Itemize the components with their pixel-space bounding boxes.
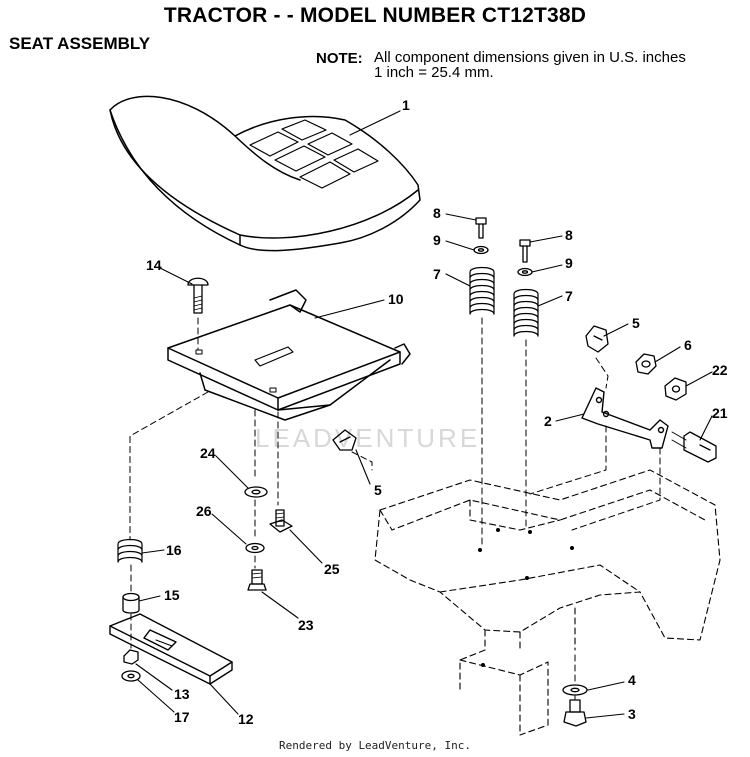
slide-rail-12: [109, 613, 233, 685]
callout-5-lower: 5: [374, 482, 382, 498]
washer-17: [121, 670, 141, 682]
callout-17: 17: [174, 709, 190, 725]
washer-left-9: [473, 245, 489, 255]
alignment-lines: [129, 317, 661, 701]
callout-12: 12: [238, 711, 254, 727]
washer-24: [244, 486, 268, 498]
clip-lower-5: [332, 429, 357, 451]
washer-right-9: [517, 267, 533, 277]
frame-holes: [478, 528, 574, 667]
callout-24: 24: [200, 445, 216, 461]
watermark-text: LEADVENTURE: [255, 423, 480, 453]
callout-21: 21: [712, 405, 728, 421]
callout-16: 16: [166, 542, 182, 558]
seat: [109, 95, 421, 252]
spring-left-7: [469, 266, 495, 315]
note-line-2: 1 inch = 25.4 mm.: [374, 64, 494, 81]
callout-10: 10: [388, 291, 404, 307]
callout-7-left: 7: [433, 266, 441, 282]
callout-3: 3: [628, 706, 636, 722]
callout-26: 26: [196, 503, 212, 519]
callout-14: 14: [146, 257, 162, 273]
clip-upper-5: [585, 325, 609, 353]
callout-2: 2: [544, 413, 552, 429]
tractor-frame: [374, 469, 721, 736]
screw-left-8: [475, 217, 487, 239]
note-label: NOTE:: [316, 50, 363, 67]
callout-labels: 1 10 14 8 9 7 8 9 7 5 6 22 2 21 5 24 26 …: [146, 97, 728, 727]
callout-8-left: 8: [433, 205, 441, 221]
callout-1: 1: [402, 97, 410, 113]
callout-5-upper: 5: [632, 315, 640, 331]
callout-25: 25: [324, 561, 340, 577]
callout-13: 13: [174, 686, 190, 702]
bolt-21: [671, 431, 717, 463]
seat-grip-pads: [249, 119, 379, 189]
callout-4: 4: [628, 672, 636, 688]
callout-9-right: 9: [565, 255, 573, 271]
washer-left-9-hole: [477, 248, 485, 252]
callout-6: 6: [684, 337, 692, 353]
note-line-1: All component dimensions given in U.S. i…: [374, 49, 686, 66]
bracket-2: [581, 387, 669, 449]
callout-9-left: 9: [433, 232, 441, 248]
washer-4: [562, 684, 588, 696]
nut-22: [664, 377, 687, 401]
seat-pan: [167, 289, 411, 421]
callout-7-right: 7: [565, 288, 573, 304]
callout-8-right: 8: [565, 227, 573, 243]
bolt-23: [247, 569, 267, 591]
bolt-25: [269, 509, 293, 533]
callout-22: 22: [712, 362, 728, 378]
callout-23: 23: [298, 617, 314, 633]
lockwasher-26: [245, 542, 265, 554]
nut-6: [635, 353, 657, 375]
callout-15: 15: [164, 587, 180, 603]
page-title: TRACTOR - - MODEL NUMBER CT12T38D: [163, 4, 587, 27]
section-title: SEAT ASSEMBLY: [9, 34, 151, 53]
leader-lines: [135, 110, 713, 719]
footer-credit: Rendered by LeadVenture, Inc.: [278, 739, 472, 752]
screw-right-8: [519, 239, 531, 263]
spring-16: [117, 538, 143, 563]
spring-right-7: [513, 288, 539, 337]
bolt-3: [563, 699, 587, 727]
spacer-15: [122, 592, 140, 614]
note-text: All component dimensions given in U.S. i…: [374, 50, 744, 80]
washer-right-9-hole: [521, 270, 529, 274]
nut-13: [123, 649, 139, 665]
